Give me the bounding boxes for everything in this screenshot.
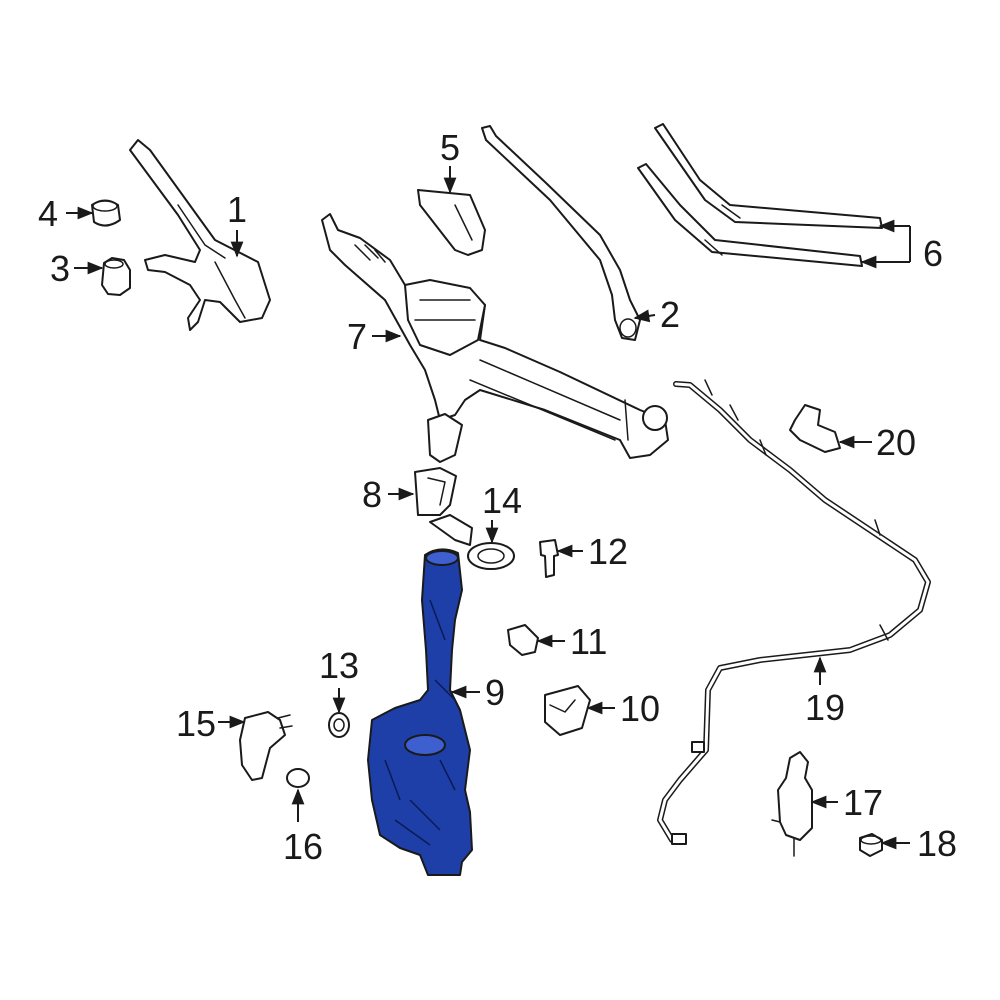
part-5-cover[interactable]: [417, 189, 486, 256]
callout-6: 6: [923, 233, 943, 274]
callout-13: 13: [319, 645, 359, 686]
callout-20: 20: [876, 422, 916, 463]
callout-7: 7: [347, 316, 367, 357]
callout-10: 10: [620, 688, 660, 729]
part-10-bracket[interactable]: [544, 685, 591, 736]
callout-labels: 1 2 3 4 5 6 7 8 9 10 11 12 13 14 15 16 1…: [38, 127, 957, 867]
part-12-bolt[interactable]: [539, 539, 559, 578]
callout-19: 19: [805, 687, 845, 728]
callout-2: 2: [660, 294, 680, 335]
callout-15: 15: [176, 703, 216, 744]
part-17-pump-motor[interactable]: [771, 751, 813, 857]
callout-16: 16: [283, 826, 323, 867]
part-4-cap[interactable]: [91, 199, 121, 227]
part-14-gasket[interactable]: [429, 514, 515, 570]
reservoir-body: [367, 548, 473, 876]
part-8-bracket[interactable]: [414, 467, 457, 516]
part-19-washer-hose[interactable]: [657, 379, 931, 845]
part-6-wiper-blades[interactable]: [637, 123, 883, 267]
callout-8: 8: [362, 474, 382, 515]
callout-5: 5: [440, 127, 460, 168]
callout-14: 14: [482, 480, 522, 521]
part-3-nut[interactable]: [101, 257, 131, 296]
part-13-seal[interactable]: [328, 712, 350, 738]
part-1-wiper-arm-left[interactable]: [129, 139, 271, 331]
callout-1: 1: [227, 189, 247, 230]
callout-12: 12: [588, 531, 628, 572]
part-15-washer-pump[interactable]: [239, 711, 293, 781]
part-11-clip[interactable]: [507, 624, 539, 656]
callout-3: 3: [50, 248, 70, 289]
leader-lines: [66, 166, 911, 850]
callout-18: 18: [917, 823, 957, 864]
part-9-washer-reservoir[interactable]: [367, 548, 473, 876]
part-2-wiper-arm-right[interactable]: [481, 125, 641, 341]
leader-2: [633, 309, 656, 323]
callout-17: 17: [843, 782, 883, 823]
part-20-clip[interactable]: [789, 404, 841, 453]
part-7-wiper-motor-linkage[interactable]: [321, 213, 669, 463]
callout-11: 11: [570, 621, 607, 662]
callout-4: 4: [38, 193, 58, 234]
part-18-grommet[interactable]: [859, 833, 883, 857]
callout-9: 9: [485, 672, 505, 713]
part-16-plug[interactable]: [286, 768, 310, 788]
